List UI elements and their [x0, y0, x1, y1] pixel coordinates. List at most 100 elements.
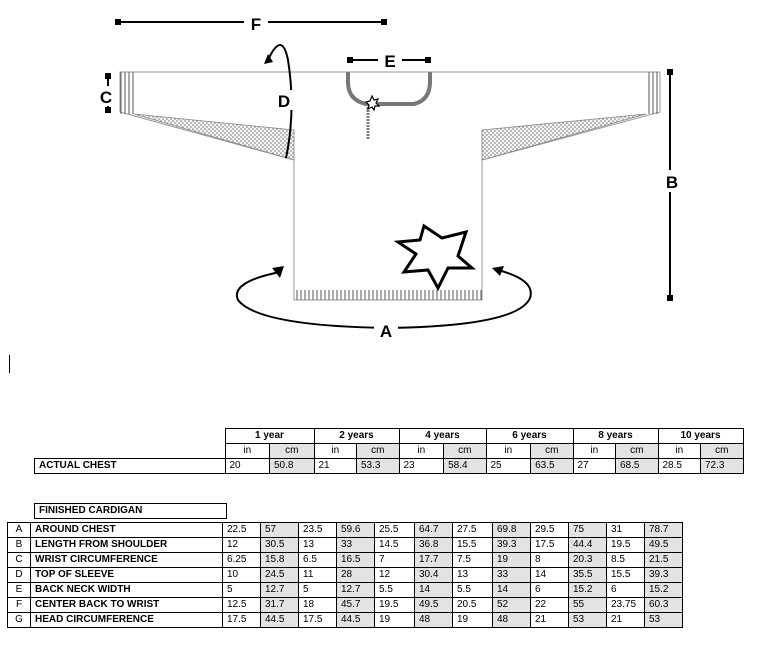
row-label: TOP OF SLEEVE: [30, 567, 223, 583]
value-in: 25.5: [374, 522, 415, 538]
value-cm: 28: [336, 567, 375, 583]
label-b: B: [666, 173, 678, 192]
row-label: LENGTH FROM SHOULDER: [30, 537, 223, 553]
value-cm: 15.2: [644, 582, 683, 598]
row-letter: F: [7, 597, 31, 613]
value-cm: 55: [568, 597, 607, 613]
value-in: 15.5: [606, 567, 645, 583]
value-cm: 20.3: [568, 552, 607, 568]
value-cm: 60.3: [644, 597, 683, 613]
value-in: 23.75: [606, 597, 645, 613]
size-6-years: 6 years: [485, 428, 574, 444]
value-cm: 12.7: [260, 582, 299, 598]
value-cm: 44.5: [260, 612, 299, 628]
value-cm: 68.5: [615, 458, 659, 474]
label-a: A: [380, 322, 392, 341]
value-cm: 53.3: [356, 458, 400, 474]
value-in: 6: [530, 582, 569, 598]
value-in: 21: [313, 458, 357, 474]
value-in: 19.5: [374, 597, 415, 613]
size-10-years: 10 years: [657, 428, 744, 444]
value-cm: 53: [644, 612, 683, 628]
value-cm: 19: [492, 552, 531, 568]
value-in: 27.5: [452, 522, 493, 538]
value-cm: 12.7: [336, 582, 375, 598]
size-2-years: 2 years: [313, 428, 400, 444]
value-cm: 14: [492, 582, 531, 598]
value-cm: 49.5: [644, 537, 683, 553]
value-in: 11: [298, 567, 337, 583]
row-label: WRIST CIRCUMFERENCE: [30, 552, 223, 568]
row-letter: D: [7, 567, 31, 583]
value-in: 14: [530, 567, 569, 583]
value-in: 5.5: [452, 582, 493, 598]
value-in: 17.5: [530, 537, 569, 553]
label-d: D: [278, 92, 290, 111]
value-cm: 69.8: [492, 522, 531, 538]
right-underarm-gusset: [481, 113, 647, 161]
value-in: 19.5: [606, 537, 645, 553]
unit-cm: cm: [530, 443, 574, 459]
value-in: 21: [606, 612, 645, 628]
unit-cm: cm: [269, 443, 315, 459]
unit-in: in: [224, 443, 270, 459]
value-in: 31: [606, 522, 645, 538]
value-cm: 48: [492, 612, 531, 628]
value-cm: 44.4: [568, 537, 607, 553]
value-in: 23.5: [298, 522, 337, 538]
value-in: 21: [530, 612, 569, 628]
value-in: 5: [222, 582, 261, 598]
value-in: 12.5: [222, 597, 261, 613]
value-cm: 45.7: [336, 597, 375, 613]
unit-cm: cm: [700, 443, 744, 459]
value-cm: 39.3: [644, 567, 683, 583]
value-in: 14.5: [374, 537, 415, 553]
value-cm: 33: [336, 537, 375, 553]
row-label: CENTER BACK TO WRIST: [30, 597, 223, 613]
value-cm: 30.4: [414, 567, 453, 583]
right-cuff-ribbing: [646, 72, 660, 114]
row-letter: B: [7, 537, 31, 553]
value-in: 12: [222, 537, 261, 553]
value-cm: 15.2: [568, 582, 607, 598]
finished-cardigan-title: FINISHED CARDIGAN: [34, 503, 227, 519]
unit-in: in: [313, 443, 357, 459]
value-in: 6: [606, 582, 645, 598]
value-in: 18: [298, 597, 337, 613]
row-label: BACK NECK WIDTH: [30, 582, 223, 598]
value-cm: 59.6: [336, 522, 375, 538]
value-cm: 16.5: [336, 552, 375, 568]
value-in: 27: [572, 458, 616, 474]
unit-in: in: [485, 443, 532, 459]
value-cm: 33: [492, 567, 531, 583]
value-in: 23: [398, 458, 445, 474]
value-cm: 63.5: [530, 458, 574, 474]
value-cm: 30.5: [260, 537, 299, 553]
row-letter: A: [7, 522, 31, 538]
size-8-years: 8 years: [572, 428, 659, 444]
label-c: C: [100, 88, 112, 107]
value-in: 22: [530, 597, 569, 613]
row-letter: G: [7, 612, 31, 628]
value-cm: 64.7: [414, 522, 453, 538]
row-letter: E: [7, 582, 31, 598]
unit-cm: cm: [356, 443, 400, 459]
value-in: 7.5: [452, 552, 493, 568]
label-f: F: [251, 15, 261, 34]
value-in: 6.25: [222, 552, 261, 568]
unit-in: in: [398, 443, 445, 459]
neckline: [346, 72, 432, 106]
unit-in: in: [572, 443, 616, 459]
value-cm: 48: [414, 612, 453, 628]
row-letter: C: [7, 552, 31, 568]
value-in: 19: [374, 612, 415, 628]
cardigan-schematic: F D E C B A: [99, 15, 679, 341]
value-in: 13: [298, 537, 337, 553]
value-in: 15.5: [452, 537, 493, 553]
